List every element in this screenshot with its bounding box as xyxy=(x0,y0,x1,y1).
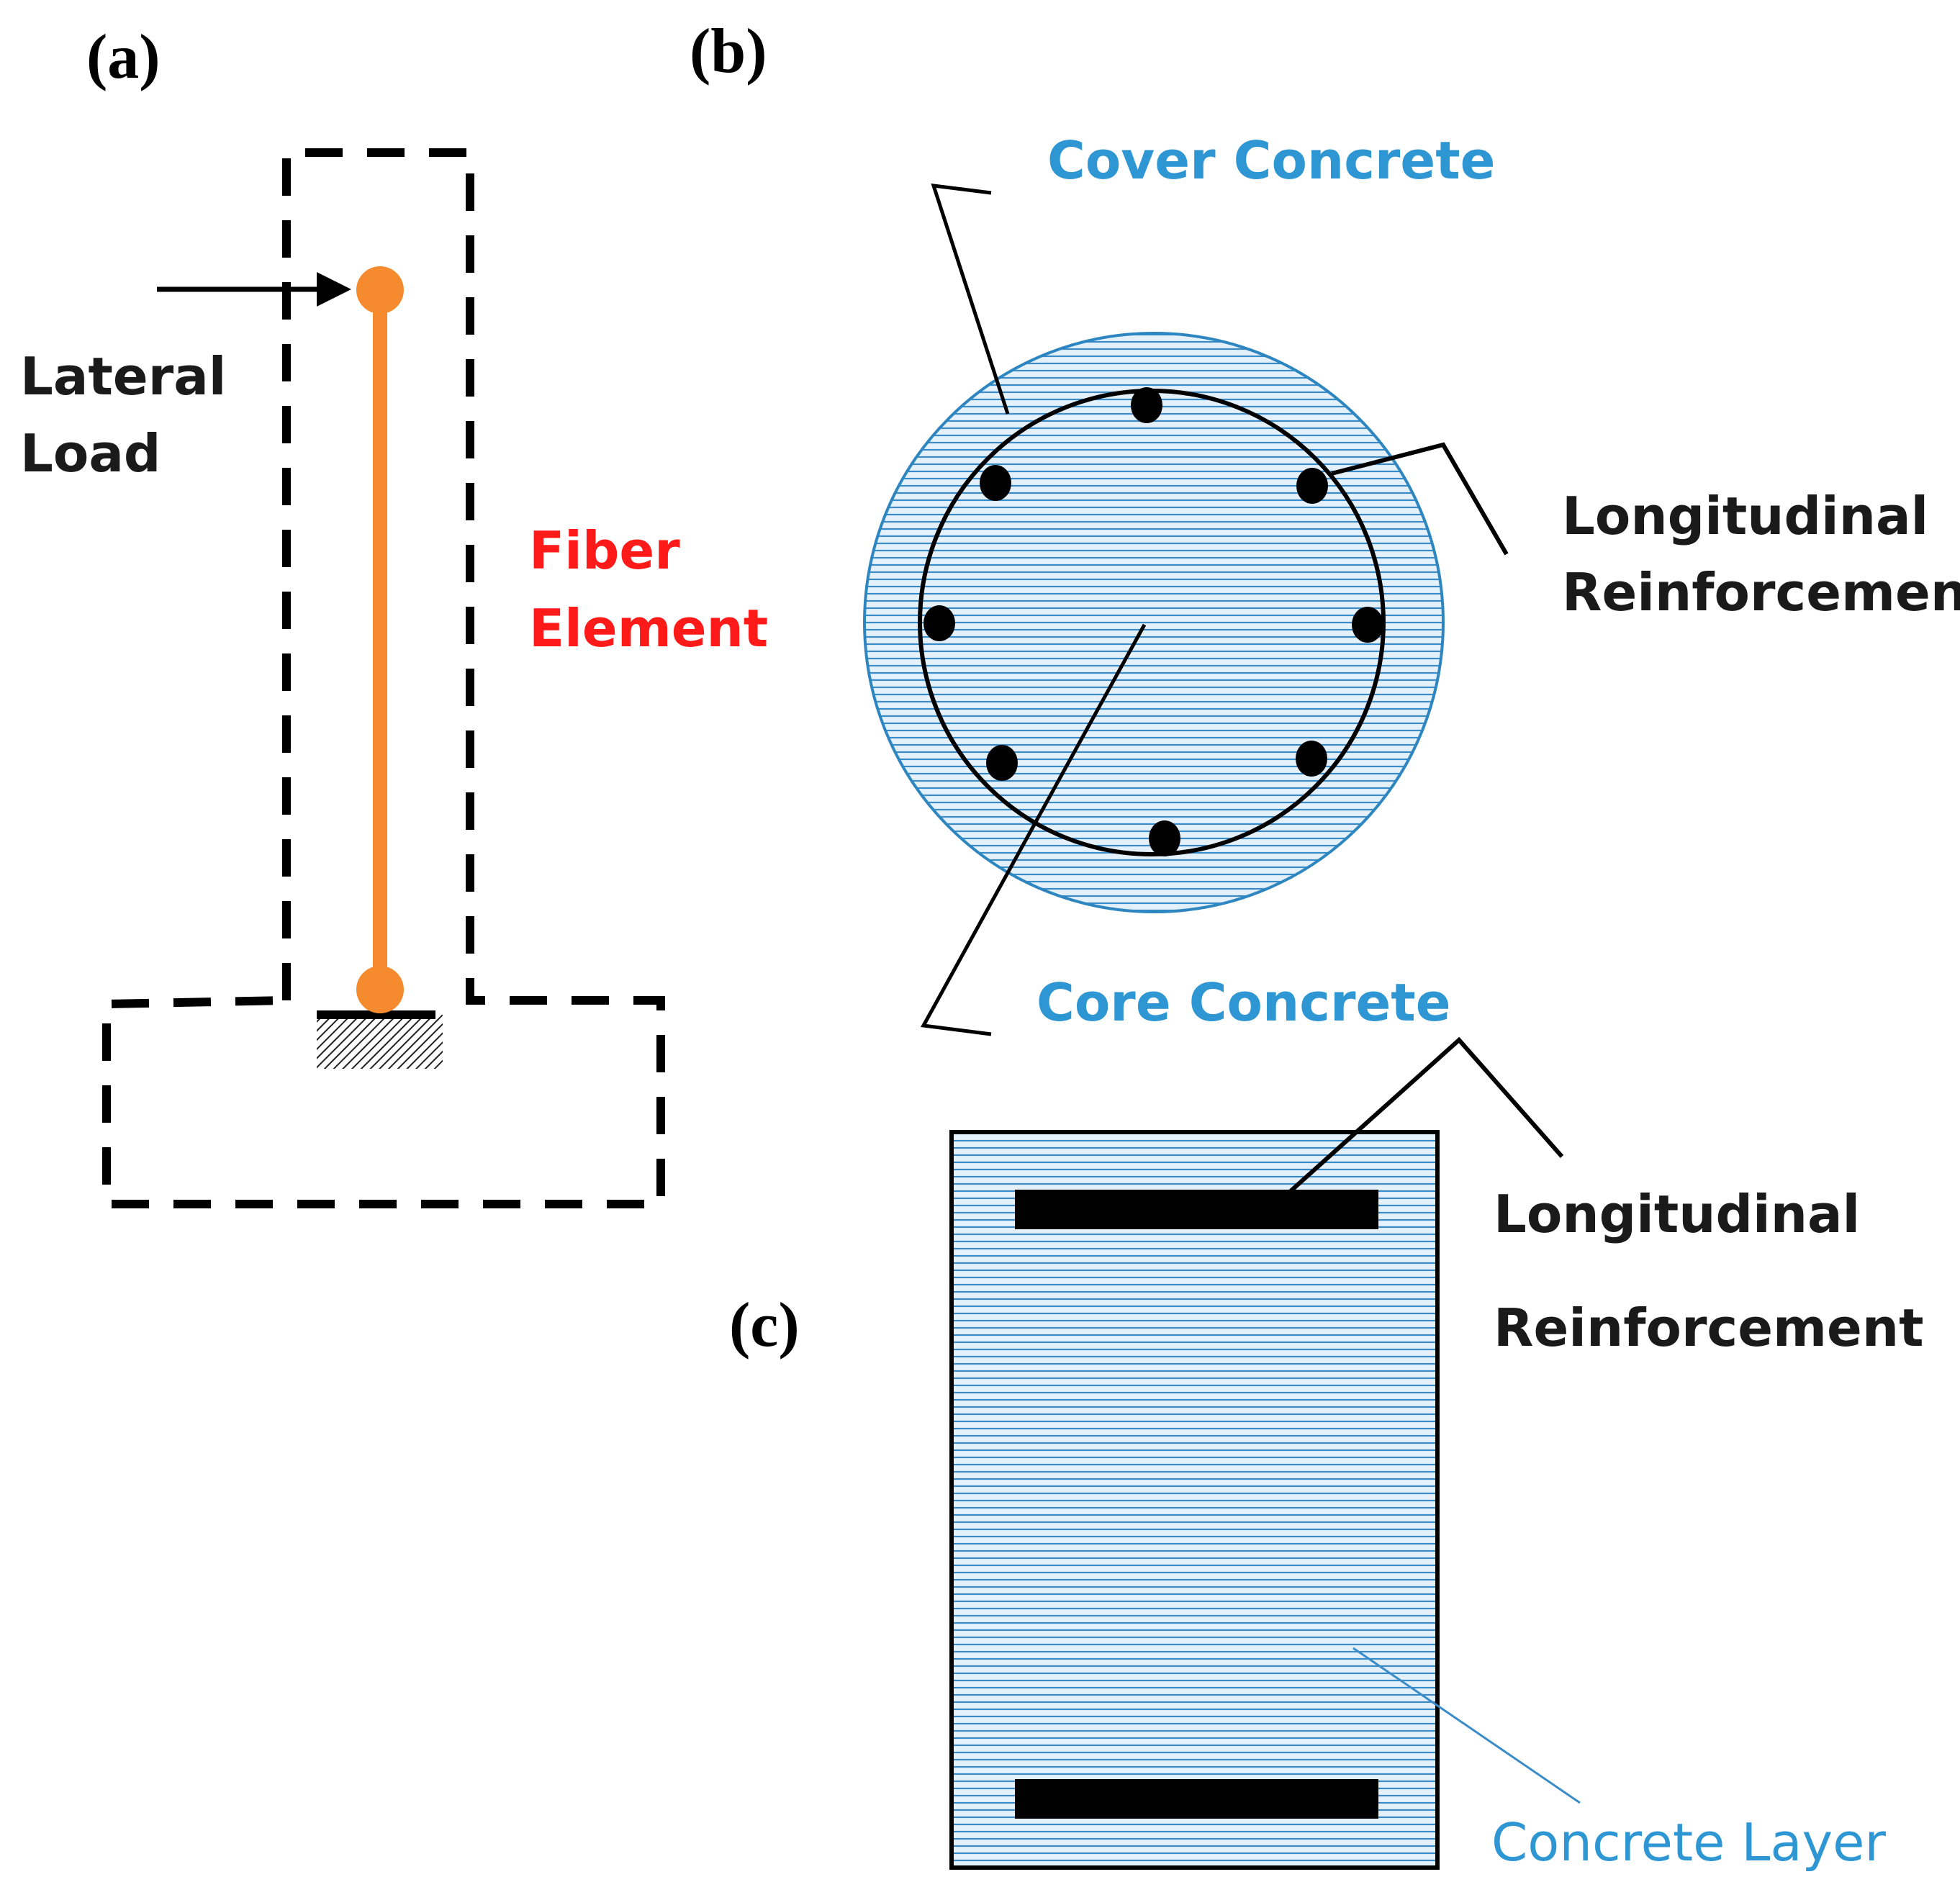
fiber-element-bottom-node xyxy=(356,966,404,1013)
rebar xyxy=(1131,387,1162,423)
fiber-element-label-line2: Element xyxy=(529,598,768,659)
fiber-element-label-line1: Fiber xyxy=(529,520,680,581)
rebar-group xyxy=(923,387,1383,856)
concrete-layer-label: Concrete Layer xyxy=(1491,1812,1886,1873)
rebar xyxy=(1296,468,1328,504)
fiber-element-top-node xyxy=(356,266,404,314)
rebar xyxy=(986,745,1018,781)
bottom-reinforcement-bar xyxy=(1015,1779,1378,1819)
rebar xyxy=(923,605,955,641)
panel-c-label: (c) xyxy=(729,1290,800,1360)
panel-a-label: (a) xyxy=(86,22,161,92)
lateral-load-label-line2: Load xyxy=(20,423,161,484)
longitudinal-reinforcement-leader-c xyxy=(1288,1036,1564,1193)
longitudinal-reinforcement-leader-b xyxy=(1331,442,1509,556)
longitudinal-reinforcement-label-b-line2: Reinforcement xyxy=(1562,562,1960,623)
rectangular-section xyxy=(949,1130,1440,1870)
column-footing-outline xyxy=(102,148,665,1208)
rebar xyxy=(980,465,1011,501)
cover-concrete-leader xyxy=(931,184,1010,415)
longitudinal-reinforcement-label-c-line1: Longitudinal xyxy=(1494,1184,1860,1244)
longitudinal-reinforcement-label-b-line1: Longitudinal xyxy=(1562,486,1928,546)
panel-a: (a) Lateral Load Fiber Element xyxy=(20,22,768,1208)
core-concrete-label: Core Concrete xyxy=(1037,972,1451,1033)
lateral-load-label-line1: Lateral xyxy=(20,346,227,407)
rebar xyxy=(1296,741,1327,777)
core-concrete-leader xyxy=(921,623,1147,1036)
rebar xyxy=(1149,820,1180,856)
concrete-layer-leader xyxy=(1352,1647,1581,1804)
rebar xyxy=(1352,607,1383,643)
panel-c: (c) Longitudinal Reinforcement Concrete … xyxy=(729,1036,1924,1873)
panel-b: (b) Cover Concrete Core Concrete Longitu… xyxy=(690,17,1960,1036)
cover-concrete-label: Cover Concrete xyxy=(1047,130,1495,191)
panel-b-label: (b) xyxy=(690,17,767,86)
lateral-load-arrowhead xyxy=(317,272,351,307)
fixed-support-hatch xyxy=(317,1015,443,1069)
top-reinforcement-bar xyxy=(1015,1190,1378,1229)
longitudinal-reinforcement-label-c-line2: Reinforcement xyxy=(1494,1298,1924,1358)
